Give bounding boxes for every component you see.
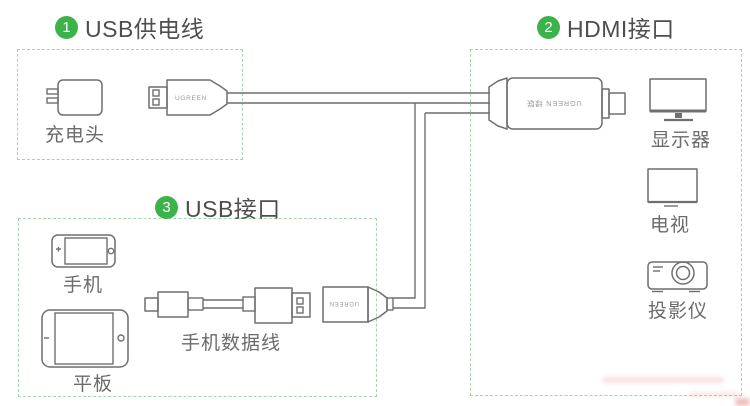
projector-icon xyxy=(647,261,708,293)
step-2-badge: 2 xyxy=(537,15,560,39)
charger-label: 充电头 xyxy=(44,125,106,146)
charger-icon xyxy=(46,79,103,116)
heading-usb-power-title: USB供电线 xyxy=(85,16,205,42)
tablet-label: 平板 xyxy=(72,374,114,395)
heading-hdmi-title: HDMI接口 xyxy=(567,16,675,42)
cable-lines xyxy=(227,92,490,309)
hdmi-brand-text: UGREEN 绿联 xyxy=(526,99,581,108)
step-1-badge: 1 xyxy=(55,15,78,39)
hdmi-connector-icon: UGREEN 绿联 xyxy=(488,77,626,130)
usb-female-brand-text: UGREEN xyxy=(329,300,359,306)
projector-label: 投影仪 xyxy=(647,301,709,322)
usb-plug-brand-text: UGREEN xyxy=(175,95,207,102)
step-3-badge: 3 xyxy=(155,195,178,219)
tablet-icon xyxy=(41,309,129,368)
data-cable-icon xyxy=(144,287,311,324)
tv-label: 电视 xyxy=(649,215,691,236)
phone-label: 手机 xyxy=(62,275,104,296)
tv-icon xyxy=(647,168,698,207)
bottom-crop-artifact xyxy=(735,398,750,406)
bottom-crop-artifact xyxy=(688,392,740,397)
heading-usb-power: 1 USB供电线 xyxy=(55,10,204,44)
phone-icon xyxy=(51,234,116,268)
hdmi-group-box xyxy=(470,49,742,396)
monitor-icon xyxy=(649,78,707,122)
usb-female-connector-icon: UGREEN xyxy=(322,286,394,323)
usb-power-plug-icon: UGREEN xyxy=(148,79,228,116)
heading-usb-port-title: USB接口 xyxy=(185,196,281,222)
monitor-label: 显示器 xyxy=(650,130,712,151)
usb-power-group-box xyxy=(17,49,243,160)
bottom-crop-artifact xyxy=(602,377,724,383)
usb-port-group-box xyxy=(18,218,377,397)
heading-usb-port: 3 USB接口 xyxy=(155,190,281,224)
heading-hdmi: 2 HDMI接口 xyxy=(537,10,675,44)
data-cable-label: 手机数据线 xyxy=(180,333,282,354)
